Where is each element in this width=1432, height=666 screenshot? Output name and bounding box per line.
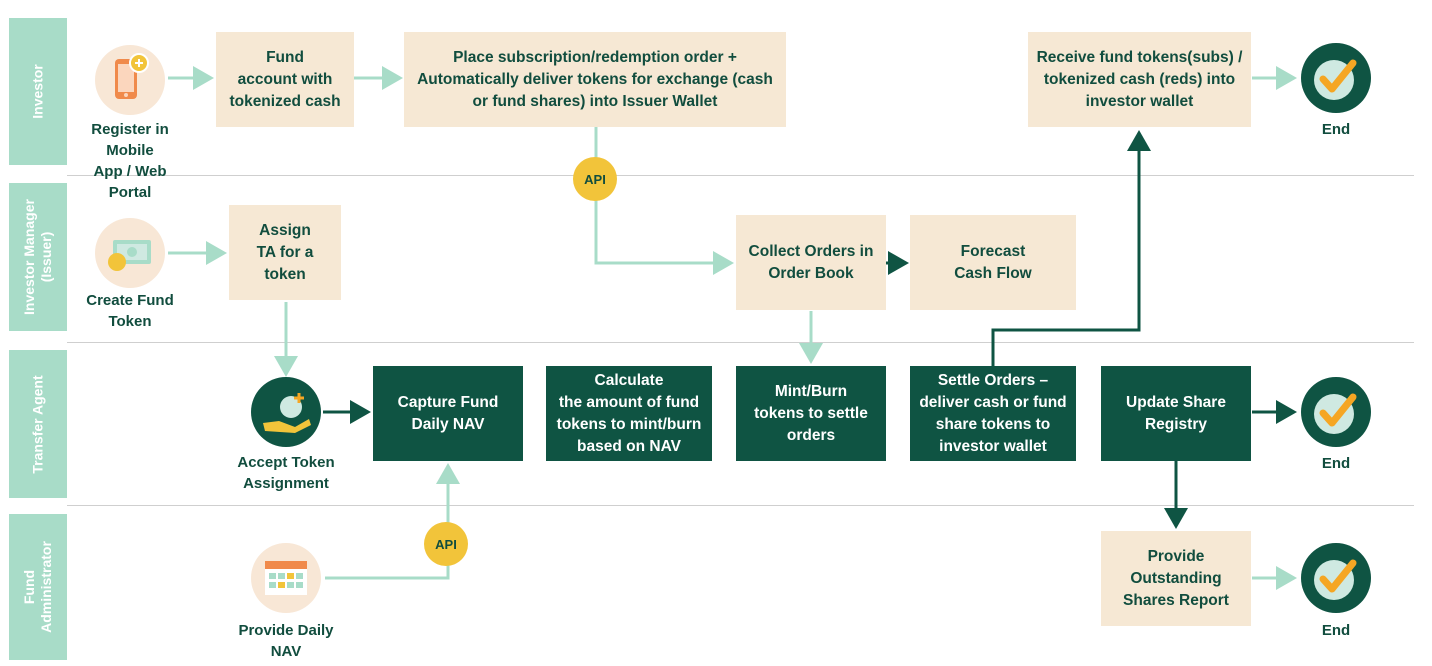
lane-divider: [67, 342, 1414, 343]
settle-orders-box: Settle Orders – deliver cash or fund sha…: [910, 366, 1076, 461]
end-label: End: [1321, 622, 1351, 639]
lane-divider: [67, 505, 1414, 506]
arrow-order-to-collect: [594, 127, 734, 275]
register-label: Register in Mobile App / Web Portal: [91, 121, 169, 201]
fund-account-box: Fund account with tokenized cash: [216, 32, 354, 127]
accept-assignment-label: Accept Token Assignment: [237, 454, 335, 492]
end-check-icon: [1301, 543, 1371, 613]
mint-burn-box: Mint/Burn tokens to settle orders: [736, 366, 886, 461]
banknote-coin-icon: [95, 218, 165, 288]
lane-investor-manager: Investor Manager (Issuer): [9, 183, 67, 331]
arrow-nav-to-capture: [325, 463, 460, 580]
hand-coin-icon: [251, 377, 321, 447]
place-order-box: Place subscription/redemption order + Au…: [404, 32, 786, 127]
mobile-phone-icon: [95, 45, 165, 115]
capture-nav-box: Capture Fund Daily NAV: [373, 366, 523, 461]
provide-nav-label: Provide Daily NAV: [238, 622, 334, 660]
forecast-box: Forecast Cash Flow: [910, 215, 1076, 310]
receive-tokens-box: Receive fund tokens(subs) / tokenized ca…: [1028, 32, 1251, 127]
lane-divider: [67, 175, 1414, 176]
provide-report-box: Provide Outstanding Shares Report: [1101, 531, 1251, 626]
lane-investor: Investor: [9, 18, 67, 165]
assign-ta-box: Assign TA for a token: [229, 205, 341, 300]
end-label: End: [1321, 455, 1351, 472]
end-check-icon: [1301, 43, 1371, 113]
calculate-box: Calculate the amount of fund tokens to m…: [546, 366, 712, 461]
update-registry-box: Update Share Registry: [1101, 366, 1251, 461]
collect-orders-box: Collect Orders in Order Book: [736, 215, 886, 310]
api-badge: API: [573, 157, 617, 201]
end-check-icon: [1301, 377, 1371, 447]
lane-fund-administrator: Fund Administrator: [9, 514, 67, 660]
lane-transfer-agent: Transfer Agent: [9, 350, 67, 498]
arrow-settle-to-receive: [991, 130, 1151, 366]
calendar-icon: [251, 543, 321, 613]
end-label: End: [1321, 121, 1351, 138]
create-token-label: Create Fund Token: [86, 292, 174, 330]
api-badge: API: [424, 522, 468, 566]
